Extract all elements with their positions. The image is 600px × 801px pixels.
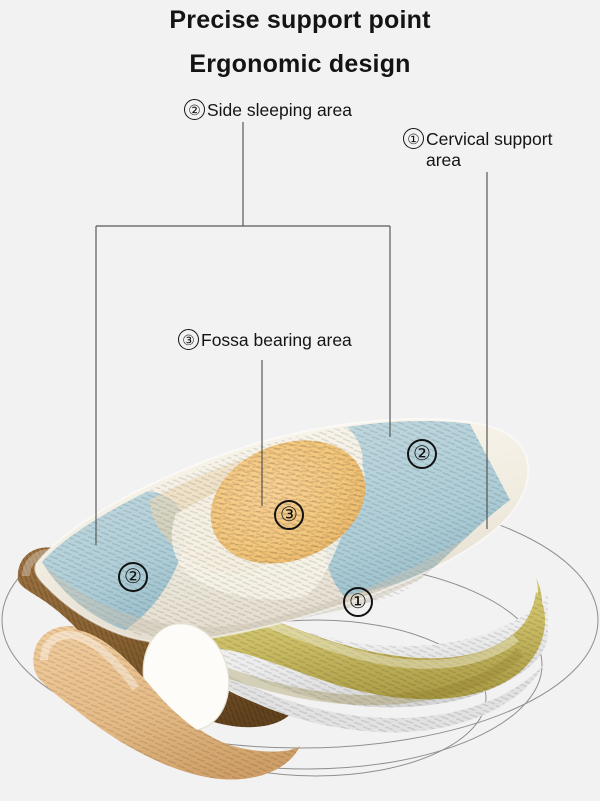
badge-cervical-support: ① [343, 587, 373, 617]
page-title-line-1: Precise support point [169, 6, 431, 34]
callout-label-side-sleeping-area: Side sleeping area [207, 100, 352, 120]
callout-side-sleeping-area: ② Side sleeping area [184, 99, 352, 121]
callout-number-2-icon: ② [184, 99, 205, 120]
callout-fossa-bearing-area: ③ Fossa bearing area [178, 329, 352, 351]
cervical-roll-olive [150, 578, 543, 688]
callout-label-cervical-support-area: Cervical support area [426, 129, 553, 170]
badge-side-sleeping-right: ② [407, 439, 437, 469]
page-title-line-2: Ergonomic design [189, 50, 411, 78]
callout-number-3-icon: ③ [178, 329, 199, 350]
badge-fossa-bearing: ③ [274, 500, 304, 530]
pillow-top-surface [34, 418, 530, 644]
callout-cervical-support-area: ① Cervical support area [403, 128, 552, 170]
callout-label-fossa-bearing-area: Fossa bearing area [201, 330, 352, 350]
callout-number-1-icon: ① [403, 128, 424, 149]
front-roll-tan [35, 628, 295, 779]
pillow-illustration [1, 418, 599, 780]
badge-side-sleeping-left: ② [118, 562, 148, 592]
